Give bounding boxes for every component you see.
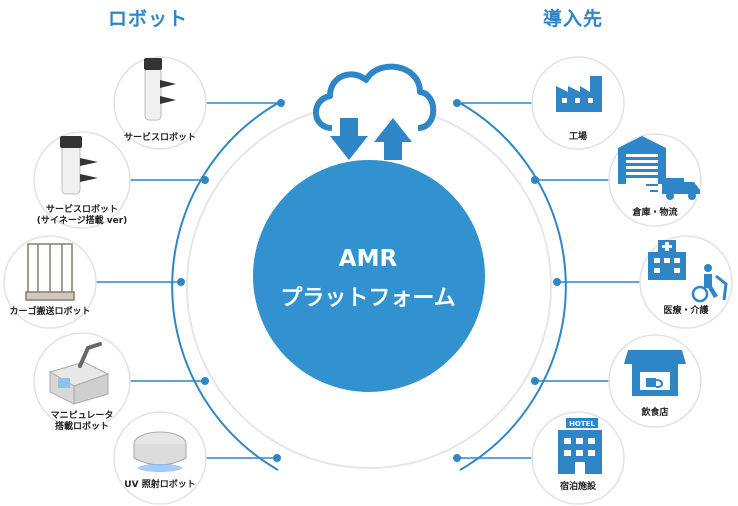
- right-arc: [459, 102, 567, 471]
- robot-label-service: サービスロボット: [123, 133, 197, 143]
- service-robot-icon: [144, 58, 176, 121]
- amr-platform-circle: [253, 160, 485, 392]
- robots-heading: ロボット: [108, 8, 189, 30]
- left-arc: [171, 102, 279, 471]
- hotel-sign: HOTEL: [569, 420, 595, 428]
- robot-label-manipulator: マニピュレータ 搭載ロボット: [50, 411, 114, 432]
- cloud-icon: [313, 63, 437, 131]
- cargo-robot-icon: [25, 243, 75, 301]
- destination-label-warehouse: 倉庫・物流: [632, 208, 678, 218]
- upload-arrow-icon: [374, 118, 412, 160]
- restaurant-icon: [624, 350, 686, 396]
- signage-robot-icon: [60, 136, 98, 195]
- platform-title-line2: プラットフォーム: [280, 286, 456, 311]
- robot-label-uv: UV 照射ロボット: [124, 480, 196, 490]
- destinations-heading: 導入先: [543, 8, 604, 30]
- factory-icon: [556, 76, 602, 112]
- warehouse-icon: [618, 136, 700, 200]
- hospital-icon: [648, 240, 728, 303]
- destination-label-restaurant: 飲食店: [641, 408, 669, 418]
- manipulator-robot-icon: [48, 342, 110, 405]
- hotel-icon: [558, 418, 602, 474]
- left-connectors: [96, 102, 281, 459]
- platform-title-line1: AMR: [338, 246, 398, 272]
- robot-label-cargo: カーゴ搬送ロボット: [9, 307, 91, 317]
- destination-label-factory: 工場: [568, 132, 588, 142]
- download-arrow-icon: [330, 118, 368, 160]
- destination-label-medical: 医療・介護: [663, 306, 709, 316]
- right-dots: [453, 99, 561, 462]
- uv-robot-icon: [133, 431, 187, 472]
- left-dots: [177, 99, 285, 462]
- right-connectors: [457, 102, 640, 459]
- robot-label-signage: サービスロボット (サイネージ搭載 ver): [36, 205, 128, 226]
- destination-label-hotel: 宿泊施設: [559, 482, 597, 492]
